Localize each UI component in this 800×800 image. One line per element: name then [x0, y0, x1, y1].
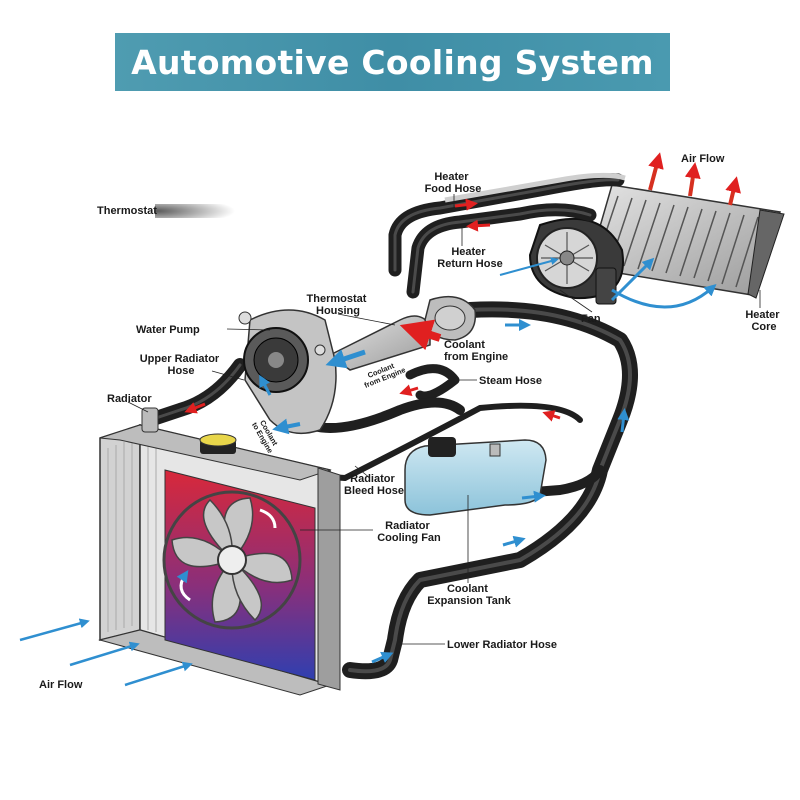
flow-arrows — [19, 152, 741, 687]
label-air-flow-bottom: Air Flow — [39, 679, 83, 691]
label-upper-radiator-hose: Upper Radiator Hose — [140, 353, 223, 377]
label-coolant-from-engine-line1: Coolant — [444, 339, 485, 351]
label-coolant-from-engine-line2: from Engine — [444, 351, 508, 363]
water-pump — [238, 309, 337, 435]
upper-radiator-hose — [143, 358, 247, 427]
label-heater-food-hose: Heater Food Hose — [425, 171, 482, 195]
label-heater-food-hose-line1: Heater — [434, 171, 469, 183]
label-radiator-cooling-fan-line2: Cooling Fan — [377, 532, 441, 544]
label-radiator-cooling-fan-line1: Radiator — [385, 520, 430, 532]
label-heater-core: Heater Core — [745, 309, 782, 333]
label-heater-food-hose-line2: Food Hose — [425, 183, 482, 195]
title-banner: Automotive Cooling System — [115, 33, 670, 91]
label-radiator: Radiator — [107, 393, 152, 405]
diagram-title: Automotive Cooling System — [131, 42, 654, 82]
label-coolant-expansion-tank-line2: Expansion Tank — [427, 595, 511, 607]
label-fan: Fan — [581, 313, 601, 325]
heater-fan — [528, 217, 624, 305]
label-air-flow-top: Air Flow — [681, 153, 725, 165]
upper-radiator-hose-highlight — [148, 363, 242, 422]
label-coolant-expansion-tank-line1: Coolant — [447, 583, 488, 595]
label-steam-hose: Steam Hose — [479, 375, 542, 387]
label-thermostat-housing: Thermostat Housing — [307, 293, 370, 317]
label-heater-core-line2: Core — [751, 321, 776, 333]
label-thermostat: Thermostat — [97, 205, 157, 217]
label-radiator-bleed-hose: Radiator Bleed Hose — [344, 473, 404, 497]
label-heater-return-hose-line2: Return Hose — [437, 258, 502, 270]
label-radiator-bleed-hose-line1: Radiator — [350, 473, 395, 485]
coolant-expansion-tank — [404, 437, 547, 516]
steam-hose — [405, 364, 460, 401]
label-radiator-bleed-hose-line2: Bleed Hose — [344, 485, 404, 497]
label-coolant-from-engine: Coolant from Engine — [444, 339, 508, 363]
label-radiator-cooling-fan: Radiator Cooling Fan — [377, 520, 441, 544]
label-upper-radiator-hose-line2: Hose — [168, 365, 195, 377]
label-heater-core-line1: Heater — [745, 309, 780, 321]
heater-pipe-top — [444, 172, 626, 203]
label-thermostat-housing-line1: Thermostat — [307, 293, 367, 305]
label-heater-return-hose: Heater Return Hose — [437, 246, 502, 270]
heater-food-hose-highlight — [393, 178, 620, 272]
label-water-pump: Water Pump — [136, 324, 200, 336]
label-coolant-expansion-tank: Coolant Expansion Tank — [427, 583, 511, 607]
label-lower-radiator-hose: Lower Radiator Hose — [447, 639, 557, 651]
label-thermostat-housing-line2: Housing — [316, 305, 360, 317]
heater-return-hose-highlight — [411, 208, 592, 294]
leader-lines — [127, 194, 761, 645]
lower-radiator-hose-highlight — [348, 307, 632, 674]
label-heater-return-hose-line1: Heater — [451, 246, 486, 258]
tank-outlet-hose — [490, 465, 605, 500]
label-upper-radiator-hose-line1: Upper Radiator — [140, 353, 220, 365]
radiator-bleed-hose — [342, 402, 583, 481]
radiator-cooling-fan — [162, 469, 316, 681]
thermostat-smudge — [155, 204, 235, 218]
